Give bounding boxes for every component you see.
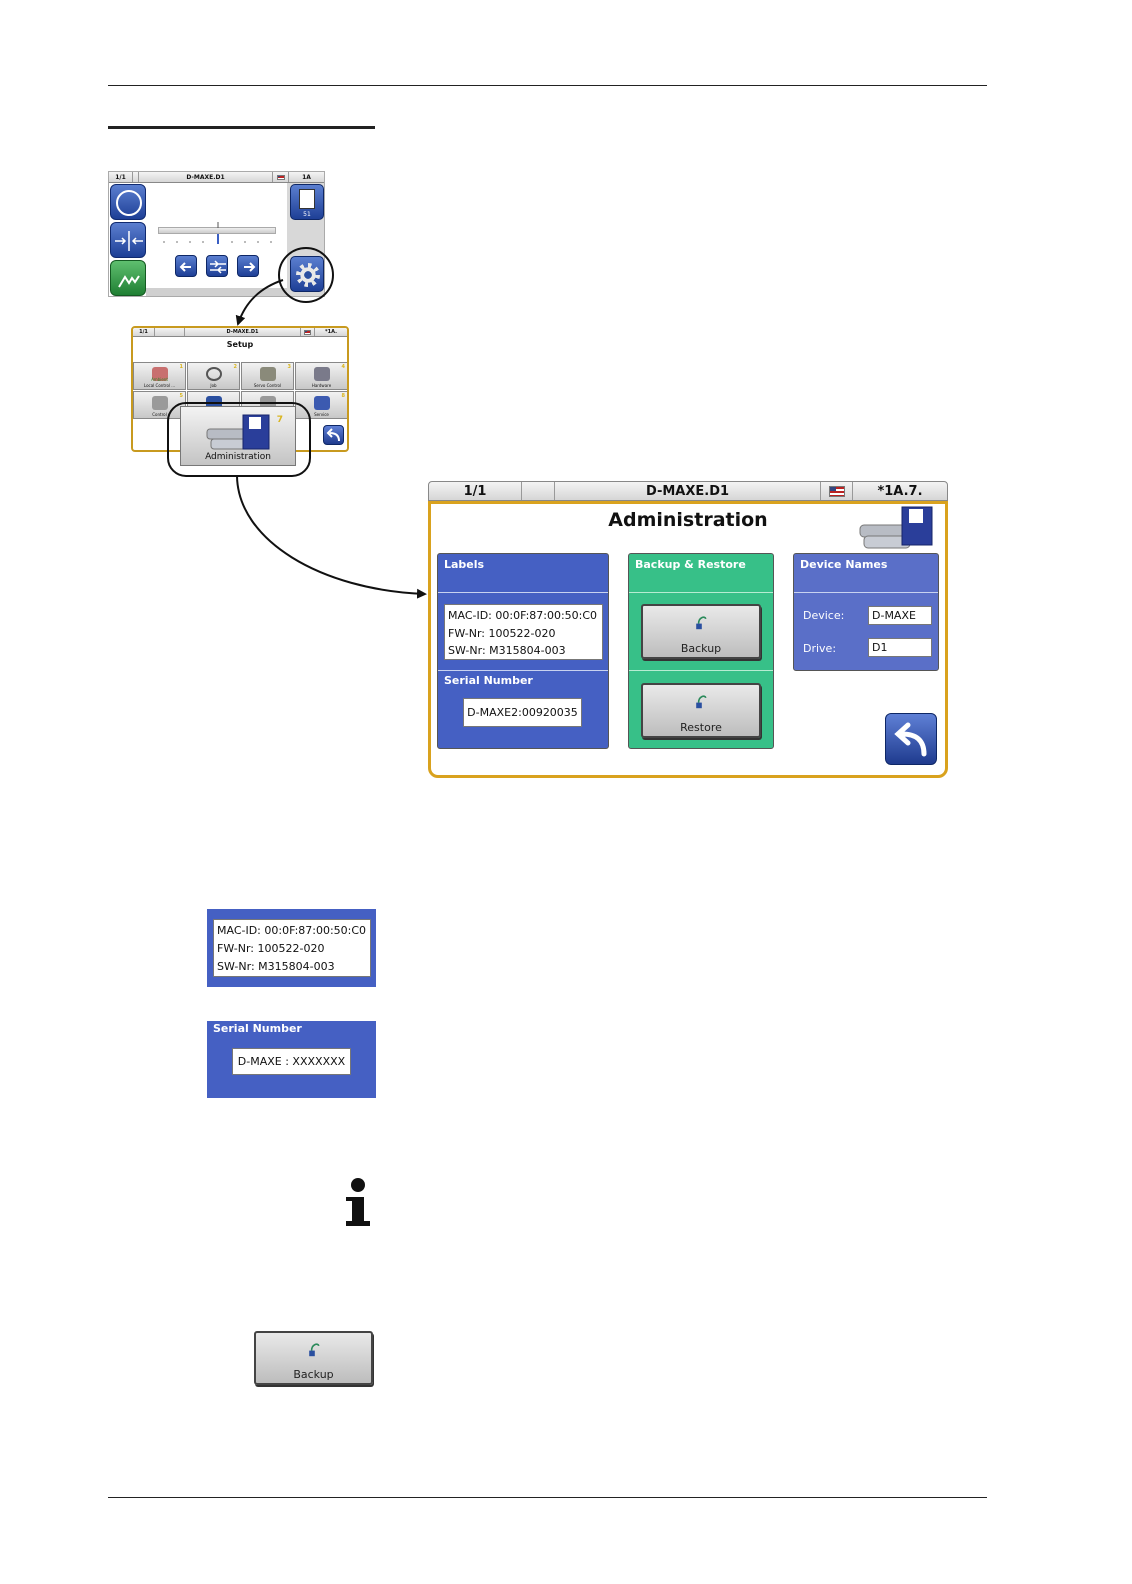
status-code: *1A. (325, 329, 337, 335)
manual-mode-button[interactable] (110, 260, 146, 296)
arrow-left-icon (179, 262, 191, 272)
status-code: *1A.7. (877, 483, 923, 499)
admin-title: Administration (608, 509, 768, 531)
administration-tile-zoom[interactable]: 7 Administration (180, 406, 296, 466)
tile-control[interactable]: 5 Control (133, 391, 186, 419)
device-name: D-MAXE.D1 (185, 328, 301, 336)
administration-icon (206, 414, 270, 450)
job-button[interactable]: 51 (290, 184, 324, 220)
administration-icon (859, 506, 933, 549)
hardware-icon (314, 367, 330, 381)
admin-status-bar: 1/1 D-MAXE.D1 *1A.7. (428, 481, 948, 501)
move-left-button[interactable] (175, 255, 197, 277)
job-counter: 51 (303, 211, 311, 218)
serial-number-title: Serial Number (444, 674, 533, 687)
device-label: Device: (803, 609, 845, 622)
admin-tile-number: 7 (276, 415, 283, 425)
tile-local-control[interactable]: 1 Ambient Local Control ... (133, 362, 186, 390)
drive-name-field[interactable]: D1 (868, 638, 932, 657)
serial-number-value: D-MAXE2:00920035 (463, 698, 582, 727)
page-indicator: 1/1 (133, 328, 155, 336)
main-status-bar: 1/1 D-MAXE.D1 1A (109, 172, 324, 183)
status-code: 1A (302, 173, 311, 181)
fw-number: FW-Nr: 100522-020 (448, 626, 556, 640)
device-names-title: Device Names (800, 558, 888, 571)
tile-servo-control[interactable]: 3 Servo Control (241, 362, 294, 390)
admin-tile-label: Administration (205, 452, 271, 462)
backup-restore-title: Backup & Restore (635, 558, 746, 571)
plug-icon (308, 1343, 320, 1357)
center-icon (210, 260, 226, 274)
tile-service[interactable]: 8 Service (295, 391, 347, 419)
mac-id: MAC-ID: 00:0F:87:00:50:C0 (217, 924, 367, 937)
flag-icon[interactable] (821, 482, 853, 500)
mac-id: MAC-ID: 00:0F:87:00:50:C0 (448, 609, 598, 622)
labels-title: Labels (444, 558, 485, 571)
setup-back-button[interactable] (323, 425, 344, 445)
device-name: D-MAXE.D1 (555, 482, 821, 500)
tile-hardware[interactable]: 4 Hardware (295, 362, 347, 390)
labels-detail: MAC-ID: 00:0F:87:00:50:C0 FW-Nr: 100522-… (207, 909, 376, 987)
back-arrow-icon (326, 428, 340, 442)
back-arrow-icon (894, 722, 927, 757)
arrow-right-icon (244, 262, 256, 272)
job-icon (206, 367, 222, 381)
move-right-button[interactable] (237, 255, 259, 277)
control-icon (152, 396, 168, 410)
page-indicator: 1/1 (429, 482, 522, 500)
hand-icon (118, 275, 140, 288)
header-rule (108, 85, 987, 86)
ambient-label: Ambient (151, 377, 168, 382)
restore-button[interactable]: Restore (641, 683, 761, 738)
sw-number: SW-Nr: M315804-003 (448, 644, 566, 657)
backup-label: Backup (680, 642, 722, 655)
labels-detail-box: MAC-ID: 00:0F:87:00:50:C0 FW-Nr: 100522-… (213, 919, 371, 977)
setup-title: Setup (226, 340, 254, 349)
device-name: D-MAXE.D1 (139, 172, 273, 182)
backup-restore-panel: Backup & Restore Backup Restore (628, 553, 774, 749)
center-button[interactable] (206, 255, 228, 277)
serial-number-detail: Serial Number D-MAXE : XXXXXXX (207, 1021, 376, 1098)
servo-icon (260, 367, 276, 381)
drive-label: Drive: (803, 642, 837, 655)
service-icon (314, 396, 330, 410)
fw-number: FW-Nr: 100522-020 (217, 942, 325, 955)
device-name-field[interactable]: D-MAXE (868, 606, 932, 625)
tile-job[interactable]: 2 Job (187, 362, 240, 390)
administration-screen: 1/1 D-MAXE.D1 *1A.7. Administration Labe… (428, 481, 948, 778)
local-control-icon (152, 367, 168, 381)
device-names-panel: Device Names Device: D-MAXE Drive: D1 (793, 553, 939, 671)
serial-number-value: D-MAXE : XXXXXXX (232, 1048, 351, 1075)
setup-button[interactable] (290, 256, 324, 292)
document-icon (299, 189, 315, 209)
slider-scale (163, 222, 272, 244)
gear-icon (296, 263, 320, 287)
footer-rule (108, 1497, 987, 1498)
flag-icon[interactable] (301, 328, 315, 336)
center-arrows-icon (115, 231, 143, 251)
section-rule (108, 126, 375, 129)
labels-box: MAC-ID: 00:0F:87:00:50:C0 FW-Nr: 100522-… (444, 604, 603, 660)
backup-button[interactable]: Backup (641, 604, 761, 659)
circle-icon (116, 190, 142, 216)
setup-status-bar: 1/1 D-MAXE.D1 *1A. (133, 328, 347, 337)
flag-icon[interactable] (273, 172, 289, 182)
position-slider[interactable] (158, 227, 276, 234)
serial-number-title: Serial Number (213, 1022, 302, 1035)
page-indicator: 1/1 (109, 172, 133, 182)
main-screen-thumbnail: 1/1 D-MAXE.D1 1A 51 (108, 171, 325, 297)
back-button[interactable] (885, 713, 937, 765)
plug-icon (696, 616, 707, 630)
backup-button-detail[interactable]: Backup (254, 1331, 373, 1385)
info-icon (343, 1175, 373, 1230)
backup-label: Backup (293, 1368, 334, 1381)
circle-mode-button[interactable] (110, 184, 146, 220)
sw-number: SW-Nr: M315804-003 (217, 960, 335, 973)
plug-icon (696, 695, 707, 709)
labels-panel: Labels MAC-ID: 00:0F:87:00:50:C0 FW-Nr: … (437, 553, 609, 749)
center-mode-button[interactable] (110, 222, 146, 258)
restore-label: Restore (680, 721, 722, 734)
